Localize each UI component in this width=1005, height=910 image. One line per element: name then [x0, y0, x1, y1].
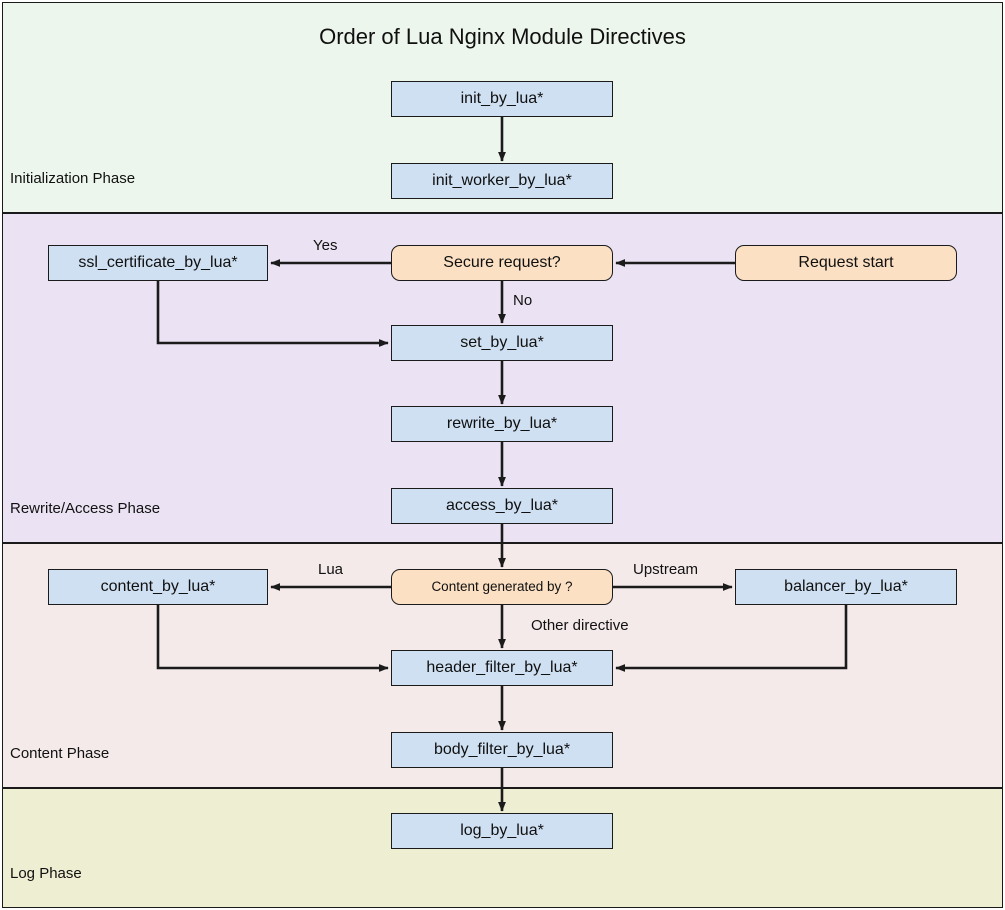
node-content-generated-by[interactable]: Content generated by ?: [391, 569, 613, 605]
node-header-filter-by-lua[interactable]: header_filter_by_lua*: [391, 650, 613, 686]
edge-label-other-directive: Other directive: [531, 617, 629, 634]
node-label-body-filter-by-lua: body_filter_by_lua*: [433, 741, 571, 759]
phase-label-log: Log Phase: [10, 865, 82, 882]
node-secure-request[interactable]: Secure request?: [391, 245, 613, 281]
node-log-by-lua[interactable]: log_by_lua*: [391, 813, 613, 849]
node-label-content-by-lua: content_by_lua*: [100, 578, 216, 596]
edge-label-yes: Yes: [313, 237, 338, 254]
node-init-by-lua[interactable]: init_by_lua*: [391, 81, 613, 117]
node-label-log-by-lua: log_by_lua*: [460, 822, 544, 840]
edge-label-lua: Lua: [318, 561, 344, 578]
node-rewrite-by-lua[interactable]: rewrite_by_lua*: [391, 406, 613, 442]
node-label-balancer-by-lua: balancer_by_lua*: [784, 578, 908, 596]
phase-label-content: Content Phase: [10, 745, 110, 762]
node-init-worker-by-lua[interactable]: init_worker_by_lua*: [391, 163, 613, 199]
phase-label-initialization: Initialization Phase: [10, 170, 136, 187]
node-set-by-lua[interactable]: set_by_lua*: [391, 325, 613, 361]
node-balancer-by-lua[interactable]: balancer_by_lua*: [735, 569, 957, 605]
node-label-ssl-certificate-by-lua: ssl_certificate_by_lua*: [78, 254, 238, 272]
node-label-request-start: Request start: [798, 254, 894, 272]
edge-label-no: No: [513, 292, 533, 309]
node-label-rewrite-by-lua: rewrite_by_lua*: [446, 415, 558, 433]
node-request-start[interactable]: Request start: [735, 245, 957, 281]
node-label-set-by-lua: set_by_lua*: [460, 334, 544, 352]
diagram-title: Order of Lua Nginx Module Directives: [319, 24, 686, 49]
edge-label-upstream: Upstream: [633, 561, 699, 578]
node-body-filter-by-lua[interactable]: body_filter_by_lua*: [391, 732, 613, 768]
node-content-by-lua[interactable]: content_by_lua*: [48, 569, 268, 605]
node-label-access-by-lua: access_by_lua*: [445, 497, 559, 515]
node-label-header-filter-by-lua: header_filter_by_lua*: [426, 659, 578, 677]
node-label-content-generated-by: Content generated by ?: [431, 578, 573, 594]
node-access-by-lua[interactable]: access_by_lua*: [391, 488, 613, 524]
node-ssl-certificate-by-lua[interactable]: ssl_certificate_by_lua*: [48, 245, 268, 281]
node-label-init-worker-by-lua: init_worker_by_lua*: [432, 172, 572, 190]
node-label-init-by-lua: init_by_lua*: [460, 90, 544, 108]
phase-label-rewrite-access: Rewrite/Access Phase: [10, 500, 161, 517]
node-label-secure-request: Secure request?: [443, 254, 561, 272]
